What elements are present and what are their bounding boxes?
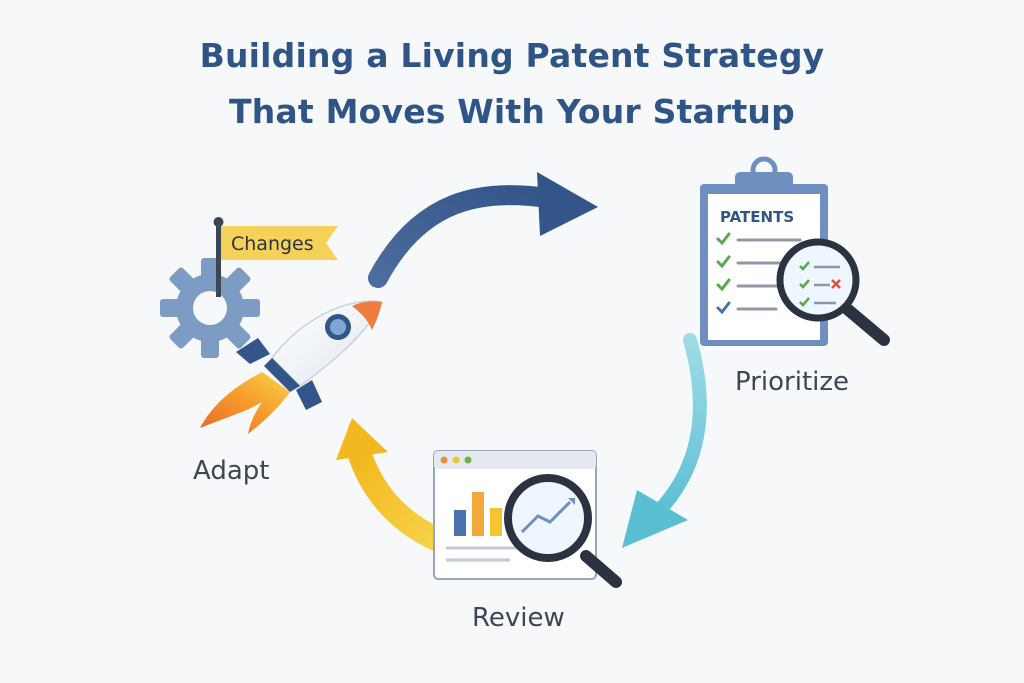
step-label-adapt: Adapt	[193, 456, 269, 486]
step-label-review: Review	[472, 603, 565, 633]
page-title-line-2: That Moves With Your Startup	[0, 92, 1024, 131]
cycle-arrow-adapt-to-prioritize	[378, 172, 598, 278]
cycle-arrow-prioritize-to-review	[622, 340, 700, 548]
page-title-line-1: Building a Living Patent Strategy	[0, 36, 1024, 75]
step-label-prioritize: Prioritize	[735, 367, 849, 397]
cycle-arrow-review-to-adapt	[336, 418, 438, 540]
gear-icon	[160, 258, 260, 358]
flag-label: Changes	[231, 233, 314, 255]
clipboard-heading: PATENTS	[720, 208, 794, 226]
